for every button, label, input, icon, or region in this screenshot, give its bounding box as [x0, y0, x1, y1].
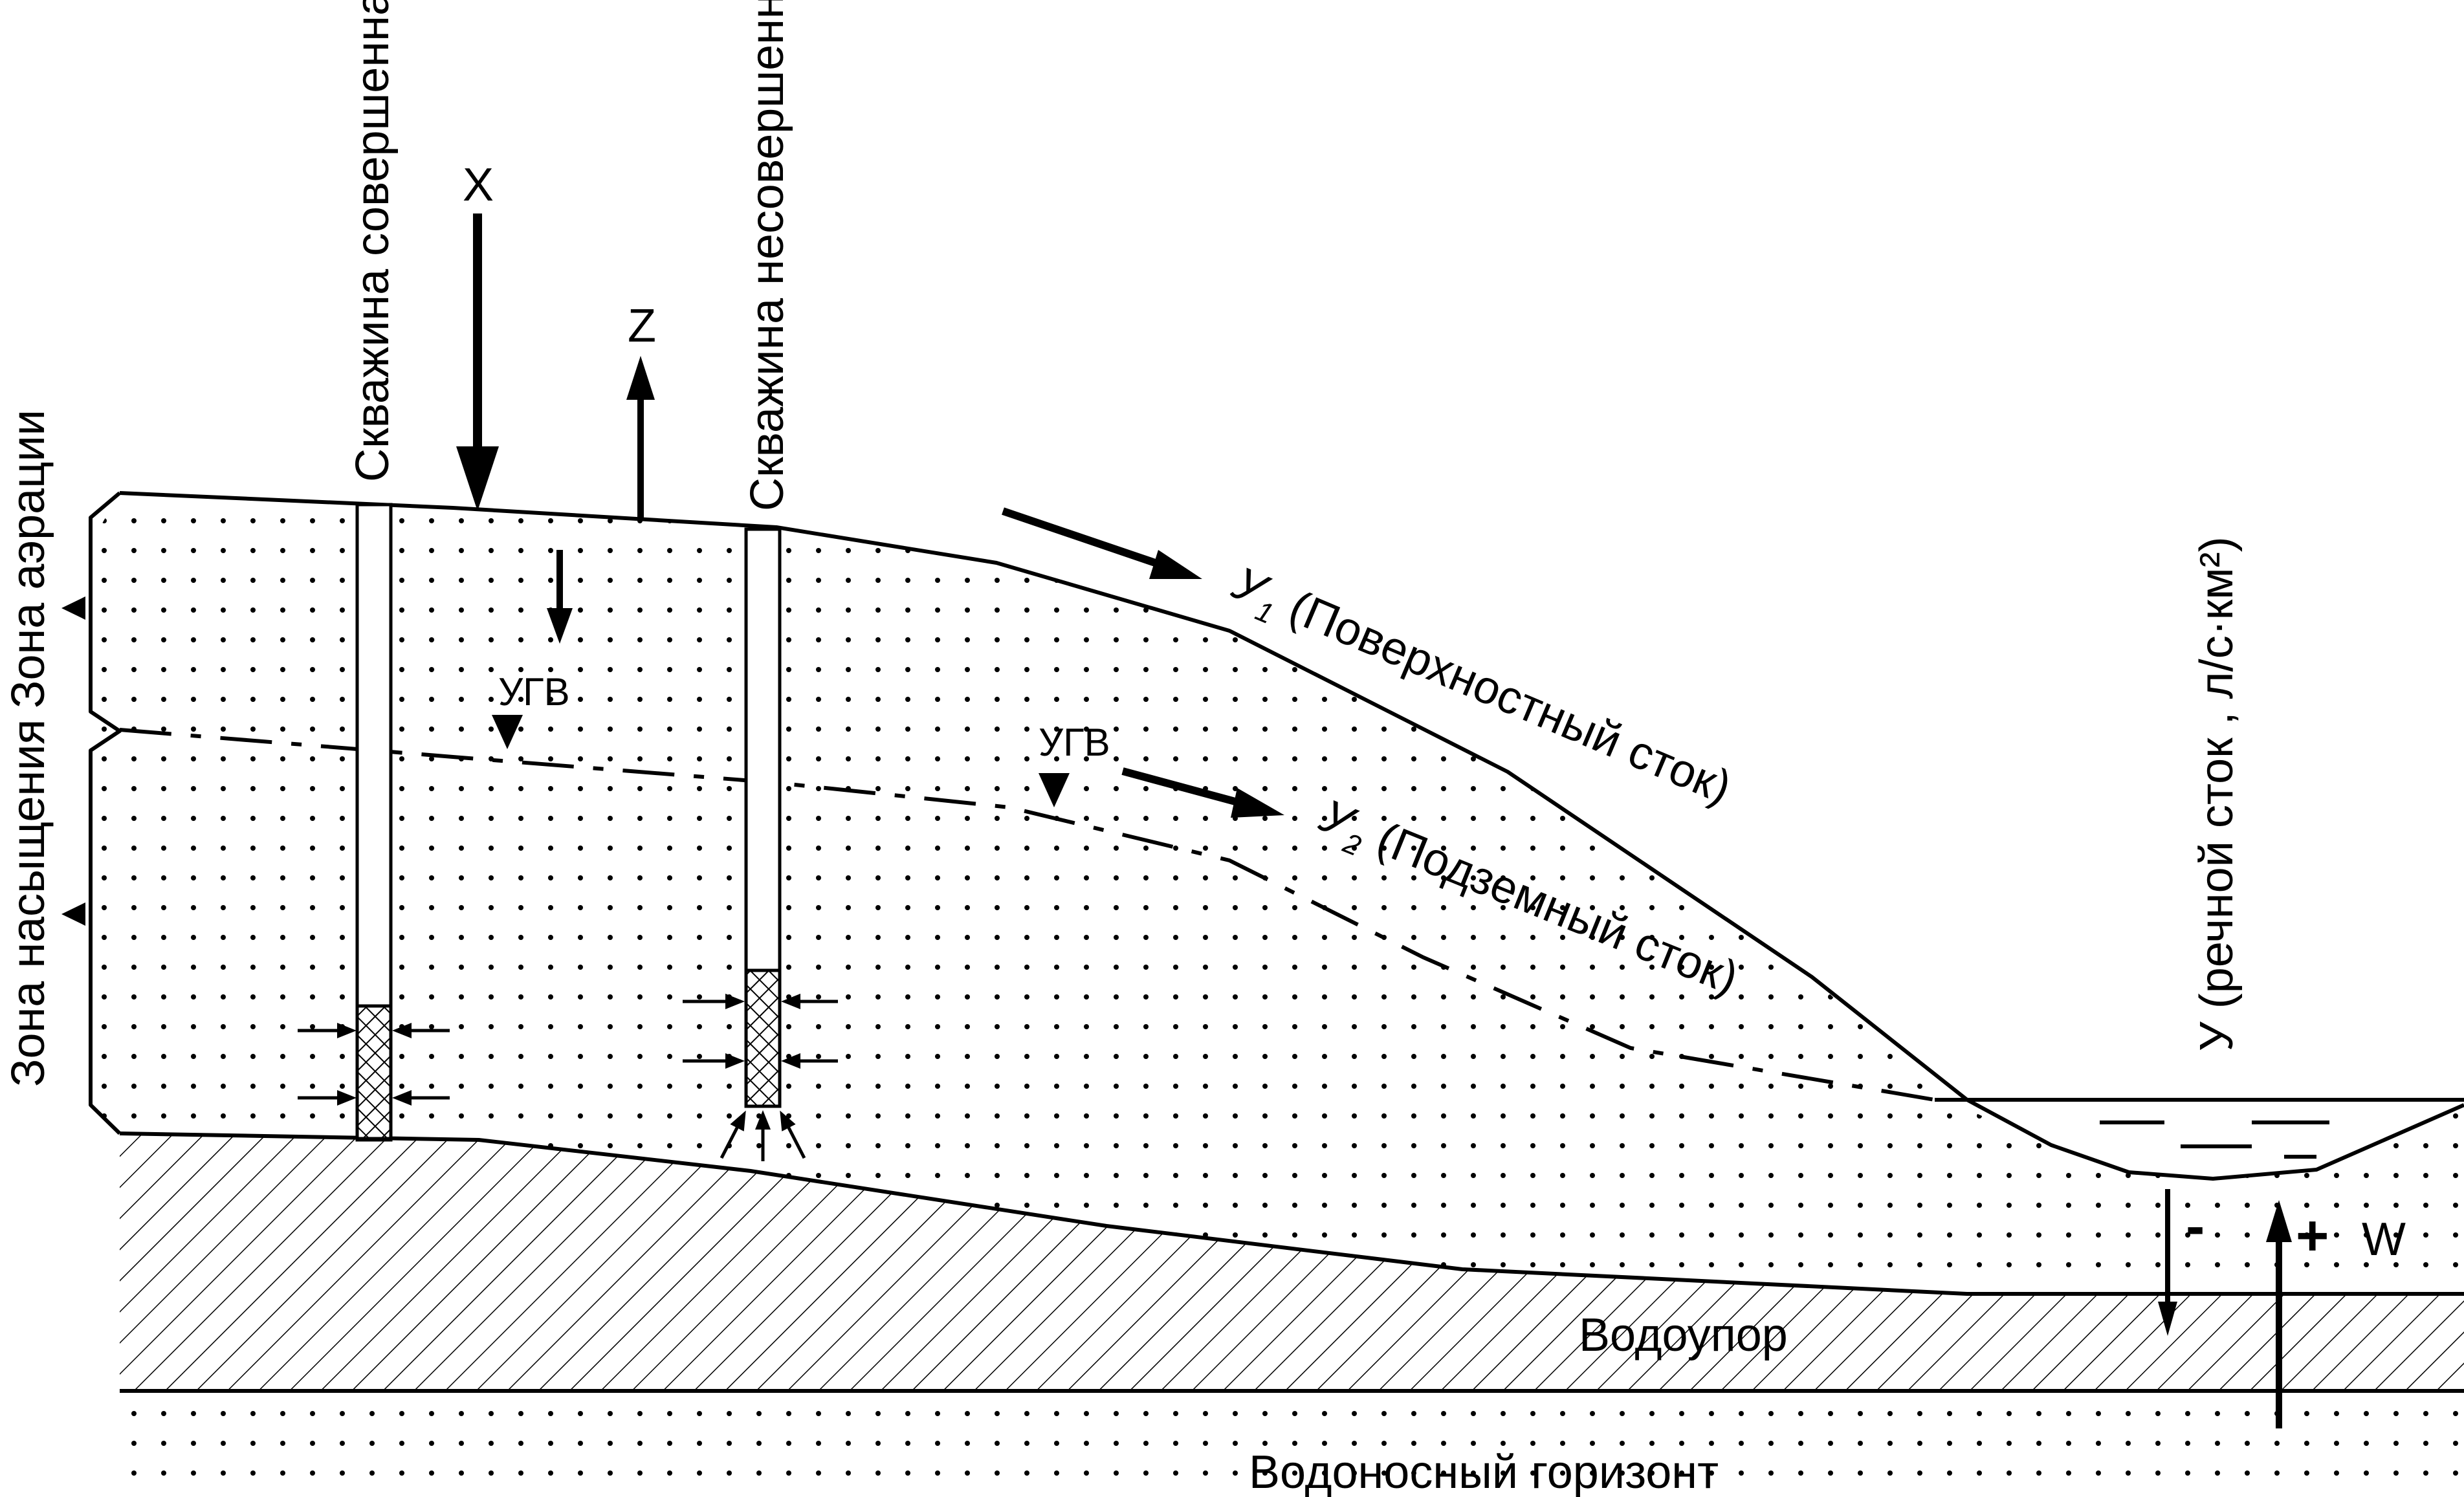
- aquifer-label: Водоносный горизонт: [1249, 1447, 1719, 1497]
- surface-runoff-arrow: [1002, 507, 1166, 570]
- complete-well: [355, 503, 393, 1142]
- ugv-label-1: УГВ: [498, 670, 570, 714]
- aeration-zone-label: Зона аэрации: [3, 410, 54, 708]
- soil-layer: [91, 493, 2464, 1294]
- plus-sign: +: [2296, 1203, 2329, 1267]
- minus-sign: -: [2186, 1194, 2205, 1258]
- aquitard-label: Водоупор: [1579, 1309, 1788, 1361]
- complete-well-filter: [355, 1004, 393, 1141]
- ground-runoff-arrow: [1121, 767, 1244, 807]
- surface-runoff-arrowhead: [1149, 550, 1202, 579]
- precipitation-arrowhead: [456, 446, 499, 511]
- well-complete-label: Скважина совершенная: [347, 0, 399, 482]
- aquifer-layer: [120, 1391, 2464, 1497]
- river-seepage-down-arrowhead: [2158, 1302, 2177, 1336]
- aquitard-top-line: [119, 1131, 2464, 1296]
- well-incomplete-label: Скважина несовершенная: [742, 0, 793, 511]
- evaporation-label: Z: [628, 300, 656, 352]
- incomplete-well: [744, 527, 782, 1108]
- river-bed: [1966, 1098, 2464, 1181]
- ugv-marker: [492, 715, 523, 749]
- river-water: [1948, 1100, 2464, 1179]
- ground-surface: [119, 491, 1968, 1102]
- river-runoff-label: У (речной сток , л/с·км²): [2191, 536, 2243, 1051]
- ground-runoff-arrowhead: [1231, 788, 1284, 818]
- ugv-label-2: УГВ: [1039, 721, 1110, 764]
- bottom-inflow-arrow: [780, 1110, 806, 1159]
- w-label: W: [2362, 1214, 2406, 1265]
- saturation-zone-label: Зона насыщения: [3, 719, 54, 1087]
- aquitard-layer: [120, 1133, 2464, 1391]
- evaporation-arrowhead: [626, 356, 655, 400]
- zone-marker: [61, 596, 85, 620]
- river-recharge-up-arrowhead: [2266, 1200, 2292, 1242]
- bottom-inflow-arrow: [720, 1110, 746, 1159]
- zone-marker: [61, 902, 85, 926]
- ugv-marker: [1039, 773, 1070, 807]
- groundwater-level-line: [119, 728, 1935, 1102]
- precipitation-label: X: [463, 159, 494, 211]
- incomplete-well-filter: [744, 968, 782, 1108]
- infiltration-arrowhead: [547, 608, 573, 644]
